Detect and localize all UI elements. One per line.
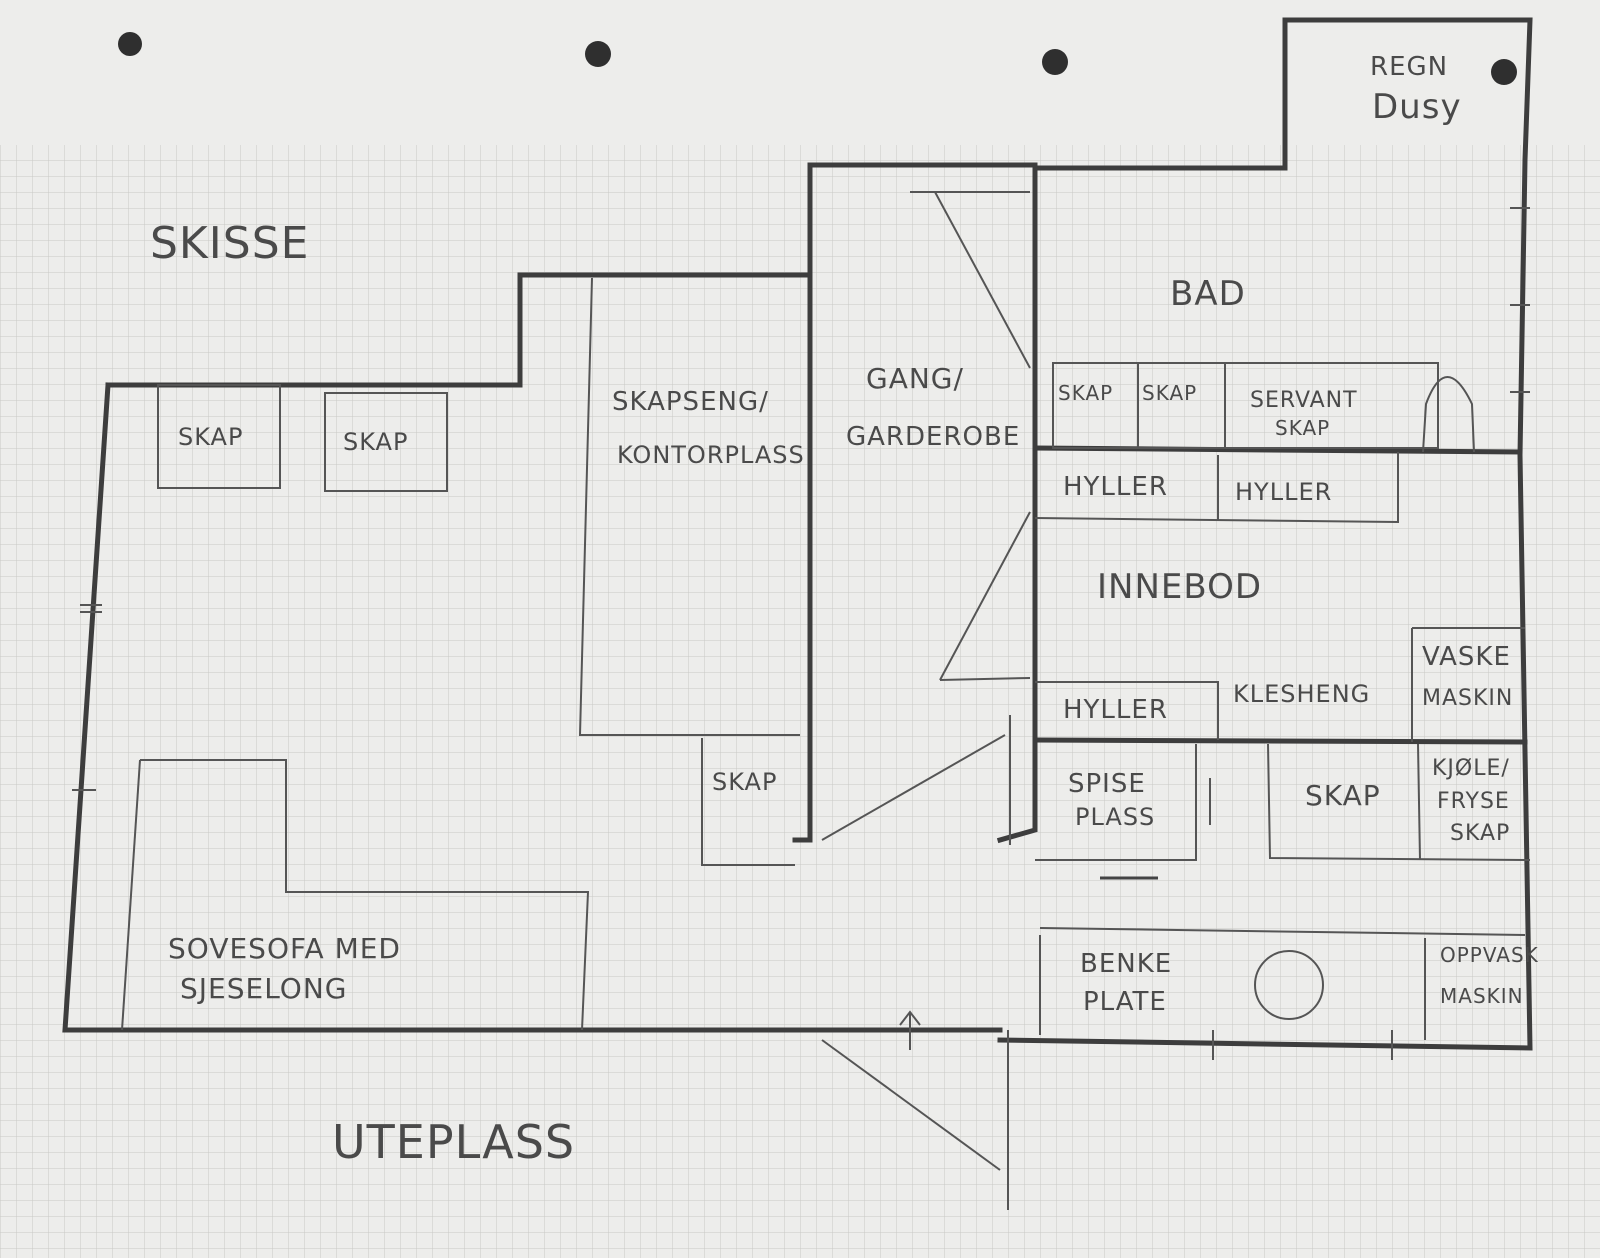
label-sovesofa-2: SJESELONG: [180, 972, 347, 1005]
label-gang-2: GARDEROBE: [846, 422, 1020, 452]
label-vaskemaskin-1: VASKE: [1422, 642, 1511, 672]
labels: SKISSE REGN Dusy BAD GANG/ GARDEROBE SKA…: [150, 52, 1539, 1169]
punch-hole: [1491, 59, 1517, 85]
label-skap-mid: SKAP: [712, 768, 777, 796]
label-klesheng: KLESHENG: [1233, 680, 1370, 708]
label-kjoleskap-1: KJØLE/: [1432, 756, 1510, 781]
label-oppvask-2: MASKIN: [1440, 984, 1524, 1008]
label-innebod: INNEBOD: [1097, 567, 1262, 607]
punch-hole: [585, 41, 611, 67]
grid-area: [0, 145, 1600, 1258]
label-hyller-1: HYLLER: [1063, 472, 1168, 502]
label-regn-dusj-1: REGN: [1370, 52, 1448, 82]
label-skap-left-1: SKAP: [178, 423, 243, 451]
label-regn-dusj-2: Dusy: [1372, 87, 1462, 127]
label-spiseplass-1: SPISE: [1068, 769, 1146, 799]
label-sovesofa-1: SOVESOFA MED: [168, 932, 401, 965]
label-hyller-2: HYLLER: [1235, 478, 1332, 506]
label-bad: BAD: [1170, 274, 1246, 314]
punch-hole: [1042, 49, 1068, 75]
label-servant-1: SERVANT: [1250, 388, 1358, 413]
label-skap-bad-1: SKAP: [1058, 381, 1113, 405]
label-skapseng-1: SKAPSENG/: [612, 387, 769, 417]
sketch-title: SKISSE: [150, 218, 309, 269]
label-gang-1: GANG/: [866, 362, 964, 395]
label-servant-2: SKAP: [1275, 416, 1330, 440]
label-hyller-3: HYLLER: [1063, 695, 1168, 725]
label-vaskemaskin-2: MASKIN: [1422, 686, 1513, 711]
label-skap-left-2: SKAP: [343, 428, 408, 456]
punch-hole: [118, 32, 142, 56]
label-skap-kitchen: SKAP: [1305, 779, 1381, 812]
label-spiseplass-2: PLASS: [1075, 803, 1155, 831]
label-benkeplate-1: BENKE: [1080, 949, 1172, 979]
label-oppvask-1: OPPVASK: [1440, 943, 1539, 967]
label-kjoleskap-3: SKAP: [1450, 821, 1510, 846]
label-kjoleskap-2: FRYSE: [1437, 789, 1510, 814]
label-skap-bad-2: SKAP: [1142, 381, 1197, 405]
label-skapseng-2: KONTORPLASS: [617, 441, 805, 469]
furniture-lines: [72, 191, 1531, 1210]
label-uteplass: UTEPLASS: [332, 1115, 575, 1169]
label-benkeplate-2: PLATE: [1083, 987, 1167, 1017]
